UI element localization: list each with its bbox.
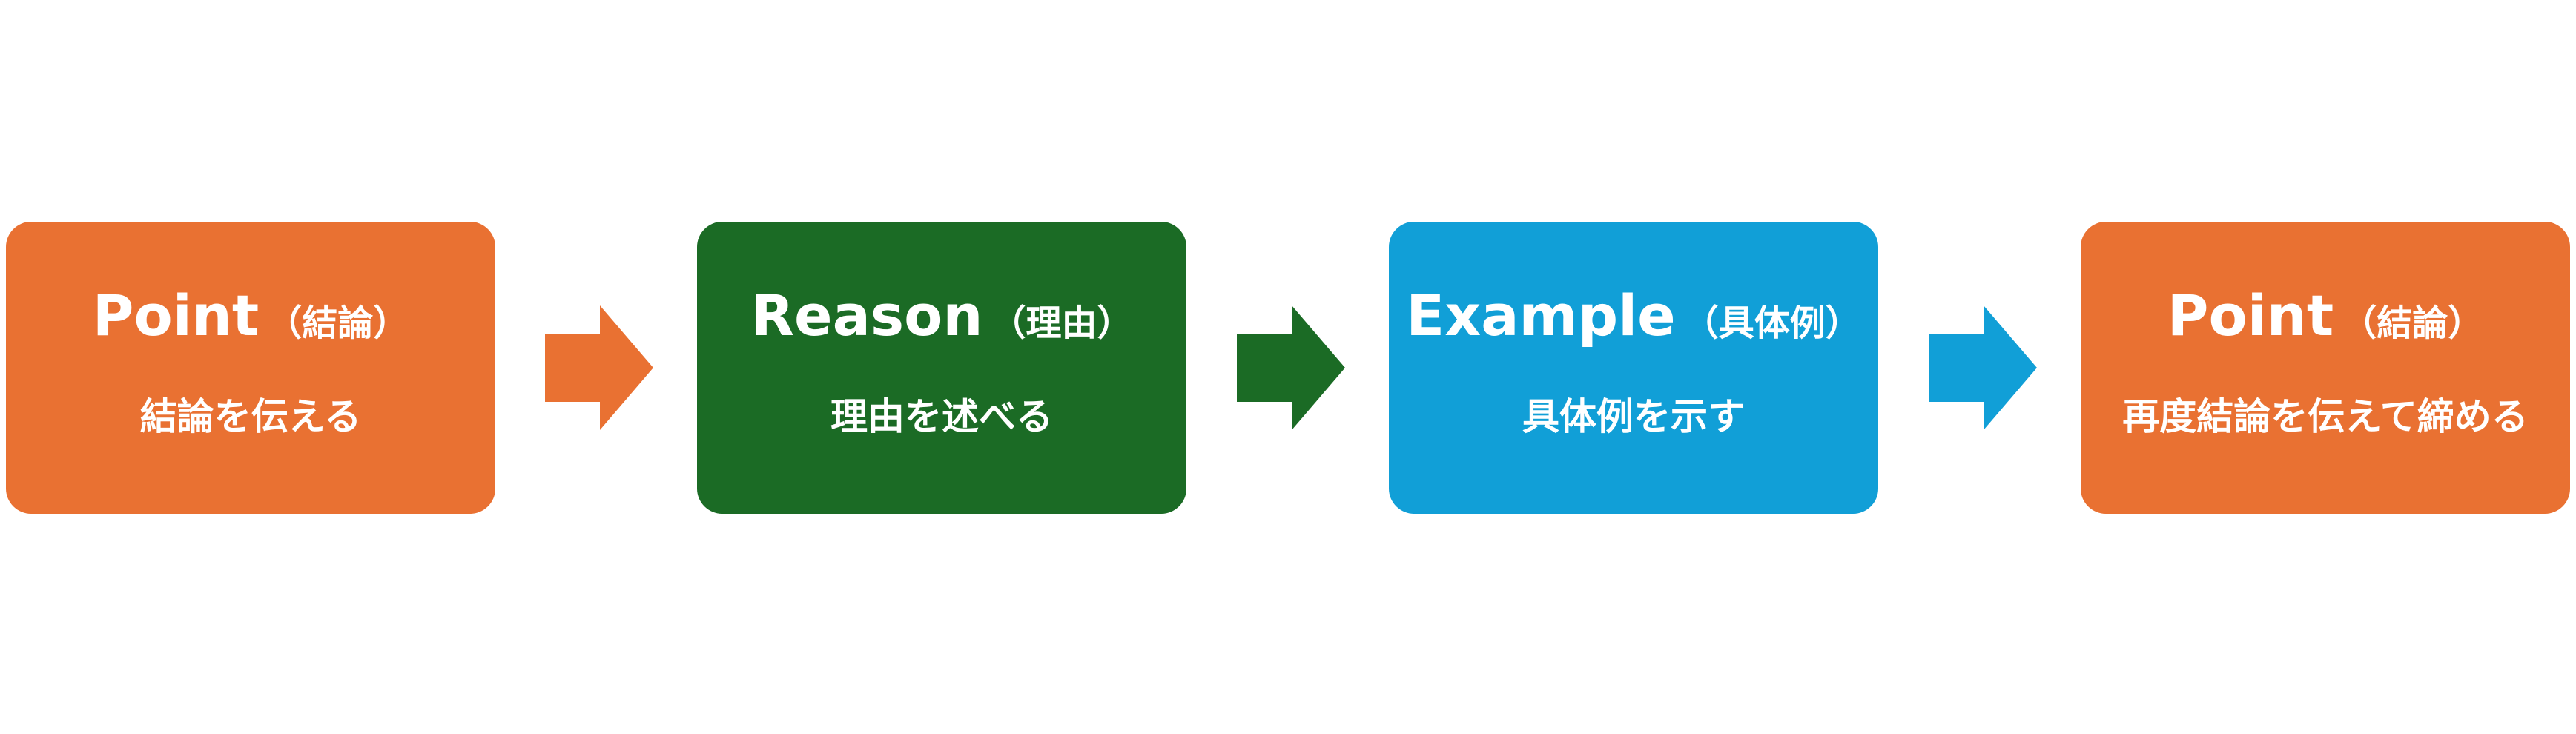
- step-title-ja: （結論）: [266, 302, 409, 344]
- step-title-ja: （理由）: [990, 302, 1133, 344]
- step-title: Reason （理由）: [751, 282, 1133, 348]
- step-title-en: Example: [1406, 282, 1676, 348]
- step-description: 具体例を示す: [1522, 394, 1745, 438]
- right-arrow-icon: [545, 305, 653, 430]
- step-title: Point （結論）: [2167, 282, 2483, 348]
- right-arrow-icon: [1929, 305, 2037, 430]
- step-example-box: Example （具体例） 具体例を示す: [1389, 222, 1878, 514]
- step-title: Example （具体例）: [1406, 282, 1860, 348]
- step-point-conclusion-box: Point （結論） 再度結論を伝えて締める: [2081, 222, 2570, 514]
- step-description: 理由を述べる: [830, 394, 1053, 438]
- step-title-ja: （結論）: [2341, 302, 2484, 344]
- step-reason-box: Reason （理由） 理由を述べる: [697, 222, 1186, 514]
- step-description: 再度結論を伝えて締める: [2122, 394, 2529, 438]
- right-arrow-icon: [1237, 305, 1345, 430]
- step-title: Point （結論）: [93, 282, 409, 348]
- step-point-box: Point （結論） 結論を伝える: [6, 222, 495, 514]
- step-description: 結論を伝える: [139, 394, 362, 438]
- step-title-en: Reason: [750, 282, 983, 348]
- step-title-en: Point: [92, 282, 260, 348]
- step-title-en: Point: [2167, 282, 2334, 348]
- step-title-ja: （具体例）: [1682, 302, 1861, 344]
